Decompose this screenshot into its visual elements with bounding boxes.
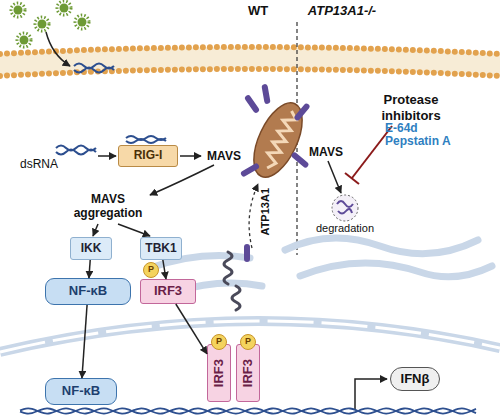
mavs-protein: [244, 244, 250, 262]
kinase-box: TBK1: [140, 237, 182, 260]
node-text: IRF3: [212, 359, 226, 387]
kinase-box: IKK: [70, 237, 112, 260]
node-text: IRF3: [241, 359, 255, 387]
node-text: RIG-I: [134, 149, 163, 162]
virus-particles: [11, 1, 89, 47]
annotation-label: ATP13A1-/-: [300, 3, 384, 19]
node-text: IFNβ: [401, 372, 430, 386]
signal-arrow: [163, 260, 166, 279]
annotation-label: WT: [238, 3, 278, 19]
node-text: P: [245, 337, 251, 347]
mavs-protein: [240, 84, 311, 178]
node-text: P: [148, 265, 154, 275]
annotation-label: ATP13A1: [259, 188, 272, 235]
gene-box: IFNβ: [390, 367, 440, 391]
node-text: TBK1: [145, 242, 176, 255]
annotation-label: Pepstatin A: [385, 134, 475, 148]
annotation-label: E-64d: [385, 121, 445, 135]
phosphate-circle: P: [240, 334, 256, 350]
transcription-factor-box: IRF3P: [140, 279, 196, 304]
annotation-label: degradation: [303, 222, 387, 235]
node-text: IRF3: [154, 284, 182, 298]
signal-arrow: [82, 305, 87, 378]
node-text: P: [216, 337, 222, 347]
annotation-label: MAVS: [203, 149, 245, 163]
signal-arrow: [89, 260, 90, 278]
phosphate-circle: P: [211, 334, 227, 350]
plasma-membrane: [0, 47, 500, 76]
entry-arrow: [46, 32, 70, 66]
transcription-factor-box: IRF3P: [236, 344, 260, 402]
nuclear-envelope: [0, 321, 500, 352]
sensor-box: RIG-I: [118, 145, 178, 167]
node-text: IKK: [81, 242, 102, 255]
node-text: NF-κB: [62, 384, 100, 398]
trafficking-arrow: [249, 184, 258, 248]
transcription-factor-box: NF-κB: [45, 278, 131, 305]
annotation-label: Protease inhibitors: [376, 92, 446, 123]
signal-arrows: [93, 156, 387, 410]
annotation-label: dsRNA: [14, 157, 64, 171]
dna-strand: [20, 408, 476, 413]
annotation-label: MAVS aggregation: [68, 192, 148, 221]
inhibition-line: [345, 126, 392, 184]
endoplasmic-reticulum: [150, 238, 492, 292]
node-text: NF-κB: [69, 284, 107, 298]
signal-arrow: [176, 304, 207, 354]
transcription-factor-box: IRF3P: [207, 344, 231, 402]
phosphate-circle: P: [143, 262, 159, 278]
degradation-blob: [332, 195, 358, 221]
atp13a1-protein: [224, 252, 240, 310]
dna-strand: [20, 408, 476, 413]
signal-arrow: [98, 155, 116, 157]
dsrna-helix: [56, 64, 166, 155]
annotation-label: MAVS: [305, 145, 347, 159]
transcription-factor-box: NF-κB: [45, 378, 117, 405]
